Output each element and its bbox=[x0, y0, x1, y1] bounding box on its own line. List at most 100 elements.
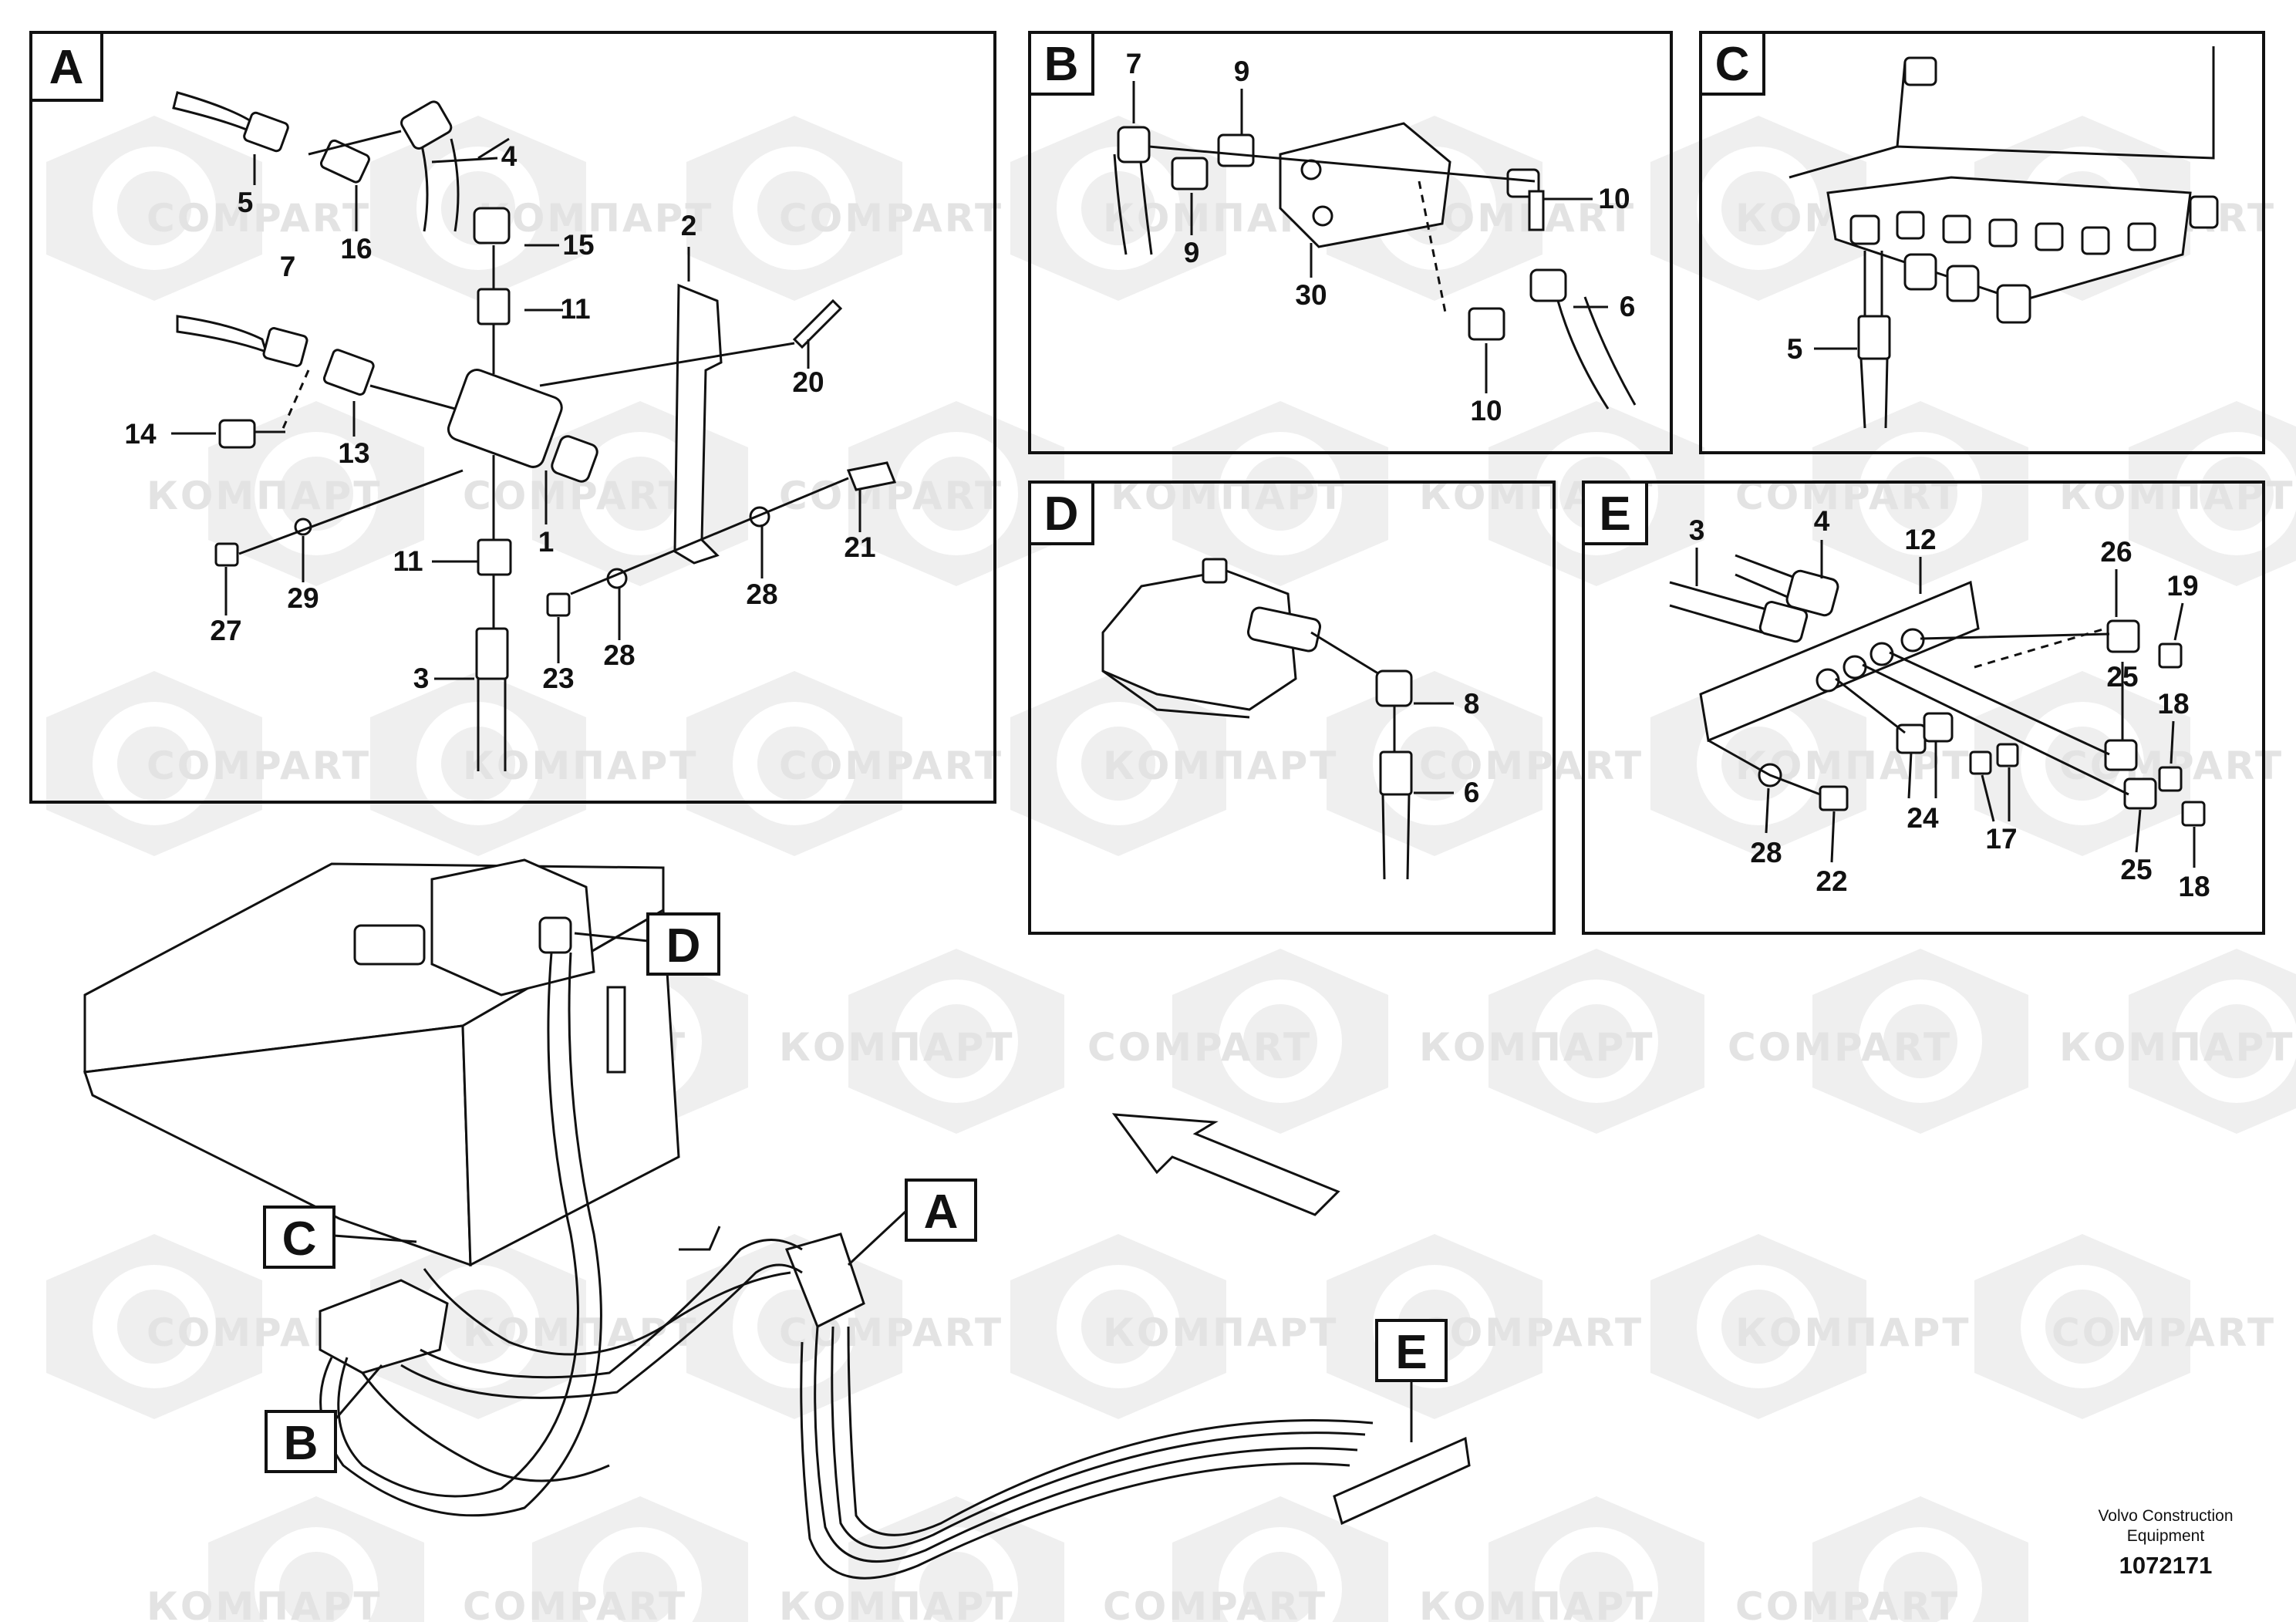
panel-a-frame bbox=[29, 31, 996, 804]
hose-6-d bbox=[1381, 794, 1411, 880]
drawing-number: 1072171 bbox=[2119, 1552, 2213, 1579]
panel-d-frame bbox=[1028, 481, 1556, 935]
svg-text:КОМПАРТ: КОМПАРТ bbox=[147, 474, 382, 518]
hose-7-b bbox=[1113, 153, 1153, 255]
svg-text:КОМПАРТ: КОМПАРТ bbox=[147, 1584, 382, 1622]
fitting-3 bbox=[475, 627, 509, 680]
plug-14 bbox=[218, 419, 256, 449]
svg-text:COMPART: COMPART bbox=[779, 744, 1003, 788]
panel-e-label: E bbox=[1599, 487, 1630, 541]
footer-company-line2: Equipment bbox=[2127, 1527, 2205, 1545]
panel-c: C 5 bbox=[1699, 31, 2265, 454]
hose-7 bbox=[176, 315, 268, 354]
callout-2: 2 bbox=[681, 210, 697, 241]
panel-c-label-box bbox=[1699, 31, 1765, 96]
svg-text:COMPART: COMPART bbox=[1087, 1025, 1312, 1070]
overview-label-c-box bbox=[263, 1206, 335, 1269]
callout-17: 17 bbox=[1985, 823, 2017, 855]
elbow-15 bbox=[473, 207, 511, 244]
svg-text:COMPART: COMPART bbox=[1728, 1025, 1952, 1070]
plug-17-b bbox=[1996, 743, 2019, 767]
svg-text:COMPART: COMPART bbox=[463, 474, 687, 518]
callout-8: 8 bbox=[1464, 688, 1480, 720]
nut-23 bbox=[546, 592, 571, 617]
callout-24: 24 bbox=[1907, 802, 1939, 834]
svg-text:КОМПАРТ: КОМПАРТ bbox=[779, 1025, 1014, 1070]
callout-4-e: 4 bbox=[1814, 505, 1830, 537]
nut-25-bottom bbox=[2123, 777, 2157, 810]
callout-30: 30 bbox=[1295, 279, 1327, 311]
svg-text:КОМПАРТ: КОМПАРТ bbox=[478, 196, 713, 241]
fitting-7 bbox=[262, 327, 308, 367]
hose-3 bbox=[477, 679, 507, 771]
callout-1: 1 bbox=[538, 526, 555, 558]
overview-label-a-box bbox=[905, 1179, 977, 1242]
hose-4-e bbox=[1735, 554, 1798, 599]
callout-29: 29 bbox=[287, 582, 319, 614]
fitting-4-e bbox=[1785, 569, 1839, 617]
valve-overview bbox=[784, 1233, 865, 1329]
svg-text:КОМПАРТ: КОМПАРТ bbox=[2059, 1025, 2294, 1070]
svg-text:КОМПАРТ: КОМПАРТ bbox=[1103, 744, 1338, 788]
pump-overview bbox=[430, 858, 595, 996]
callout-23: 23 bbox=[542, 663, 574, 694]
fitting-5-c bbox=[1857, 315, 1891, 360]
adapter-11-bottom bbox=[477, 538, 512, 576]
callout-28-right: 28 bbox=[746, 578, 777, 610]
svg-text:COMPART: COMPART bbox=[1735, 1584, 1960, 1622]
elbow-8 bbox=[1375, 669, 1413, 707]
bolt-22 bbox=[1819, 785, 1849, 811]
callout-9-bottom: 9 bbox=[1184, 237, 1200, 268]
callout-5-c: 5 bbox=[1787, 333, 1803, 365]
overview-label-b: B bbox=[284, 1417, 319, 1470]
svg-text:COMPART: COMPART bbox=[1411, 196, 1636, 241]
panel-c-label: C bbox=[1715, 38, 1750, 91]
callout-13: 13 bbox=[338, 437, 369, 469]
callout-26: 26 bbox=[2100, 536, 2132, 568]
flange-10-top bbox=[1506, 168, 1540, 198]
panel-b: B 7 9 9 10 30 6 10 bbox=[1028, 31, 1673, 454]
plug-18-bottom bbox=[2181, 801, 2206, 827]
callout-25-bottom: 25 bbox=[2120, 854, 2152, 885]
svg-text:КОМПАРТ: КОМПАРТ bbox=[463, 744, 698, 788]
svg-text:КОМПАРТ: КОМПАРТ bbox=[1111, 474, 1346, 518]
callout-21: 21 bbox=[844, 531, 875, 563]
callout-16: 16 bbox=[340, 233, 372, 265]
callout-28-e: 28 bbox=[1750, 837, 1782, 868]
nut-26 bbox=[2106, 619, 2140, 653]
hose-4a bbox=[419, 138, 429, 232]
fitting-7-b bbox=[1117, 126, 1151, 164]
callout-7: 7 bbox=[280, 251, 296, 282]
plate-overview bbox=[1333, 1436, 1471, 1526]
panel-a-label-box bbox=[29, 31, 103, 102]
callout-19: 19 bbox=[2166, 570, 2198, 602]
flange-9-bottom bbox=[1171, 157, 1209, 191]
overview-label-d: D bbox=[666, 919, 701, 973]
overview-label-e: E bbox=[1395, 1326, 1427, 1379]
svg-text:COMPART: COMPART bbox=[147, 744, 371, 788]
callout-18-bottom: 18 bbox=[2178, 871, 2210, 902]
valve-1-knob bbox=[551, 435, 598, 483]
svg-text:КОМПАРТ: КОМПАРТ bbox=[1419, 1025, 1654, 1070]
panel-a-callouts: 5 16 4 15 2 7 11 20 14 13 1 11 29 27 28 … bbox=[124, 140, 875, 694]
nut-13 bbox=[322, 349, 375, 396]
svg-text:COMPART: COMPART bbox=[2052, 1310, 2276, 1355]
elbow-4 bbox=[400, 100, 453, 150]
fitting-6-b bbox=[1529, 268, 1567, 302]
plate-12 bbox=[1699, 580, 1980, 743]
callout-15: 15 bbox=[562, 229, 594, 261]
svg-text:КОМПАРТ: КОМПАРТ bbox=[2059, 474, 2294, 518]
panel-b-label-box bbox=[1028, 31, 1094, 96]
gear-pump-overview bbox=[319, 1279, 449, 1374]
pump-d bbox=[1101, 569, 1297, 711]
callout-6-b: 6 bbox=[1620, 291, 1636, 322]
fitting-3-e bbox=[1758, 601, 1809, 643]
callout-3-e: 3 bbox=[1689, 514, 1705, 546]
panel-e-frame bbox=[1582, 481, 2265, 935]
callout-7-b: 7 bbox=[1126, 48, 1142, 79]
panel-b-frame bbox=[1028, 31, 1673, 454]
flange-9-top bbox=[1217, 133, 1255, 167]
panel-b-label: B bbox=[1044, 38, 1079, 91]
svg-text:КОМПАРТ: КОМПАРТ bbox=[779, 1584, 1014, 1622]
bolt-20 bbox=[792, 298, 843, 349]
